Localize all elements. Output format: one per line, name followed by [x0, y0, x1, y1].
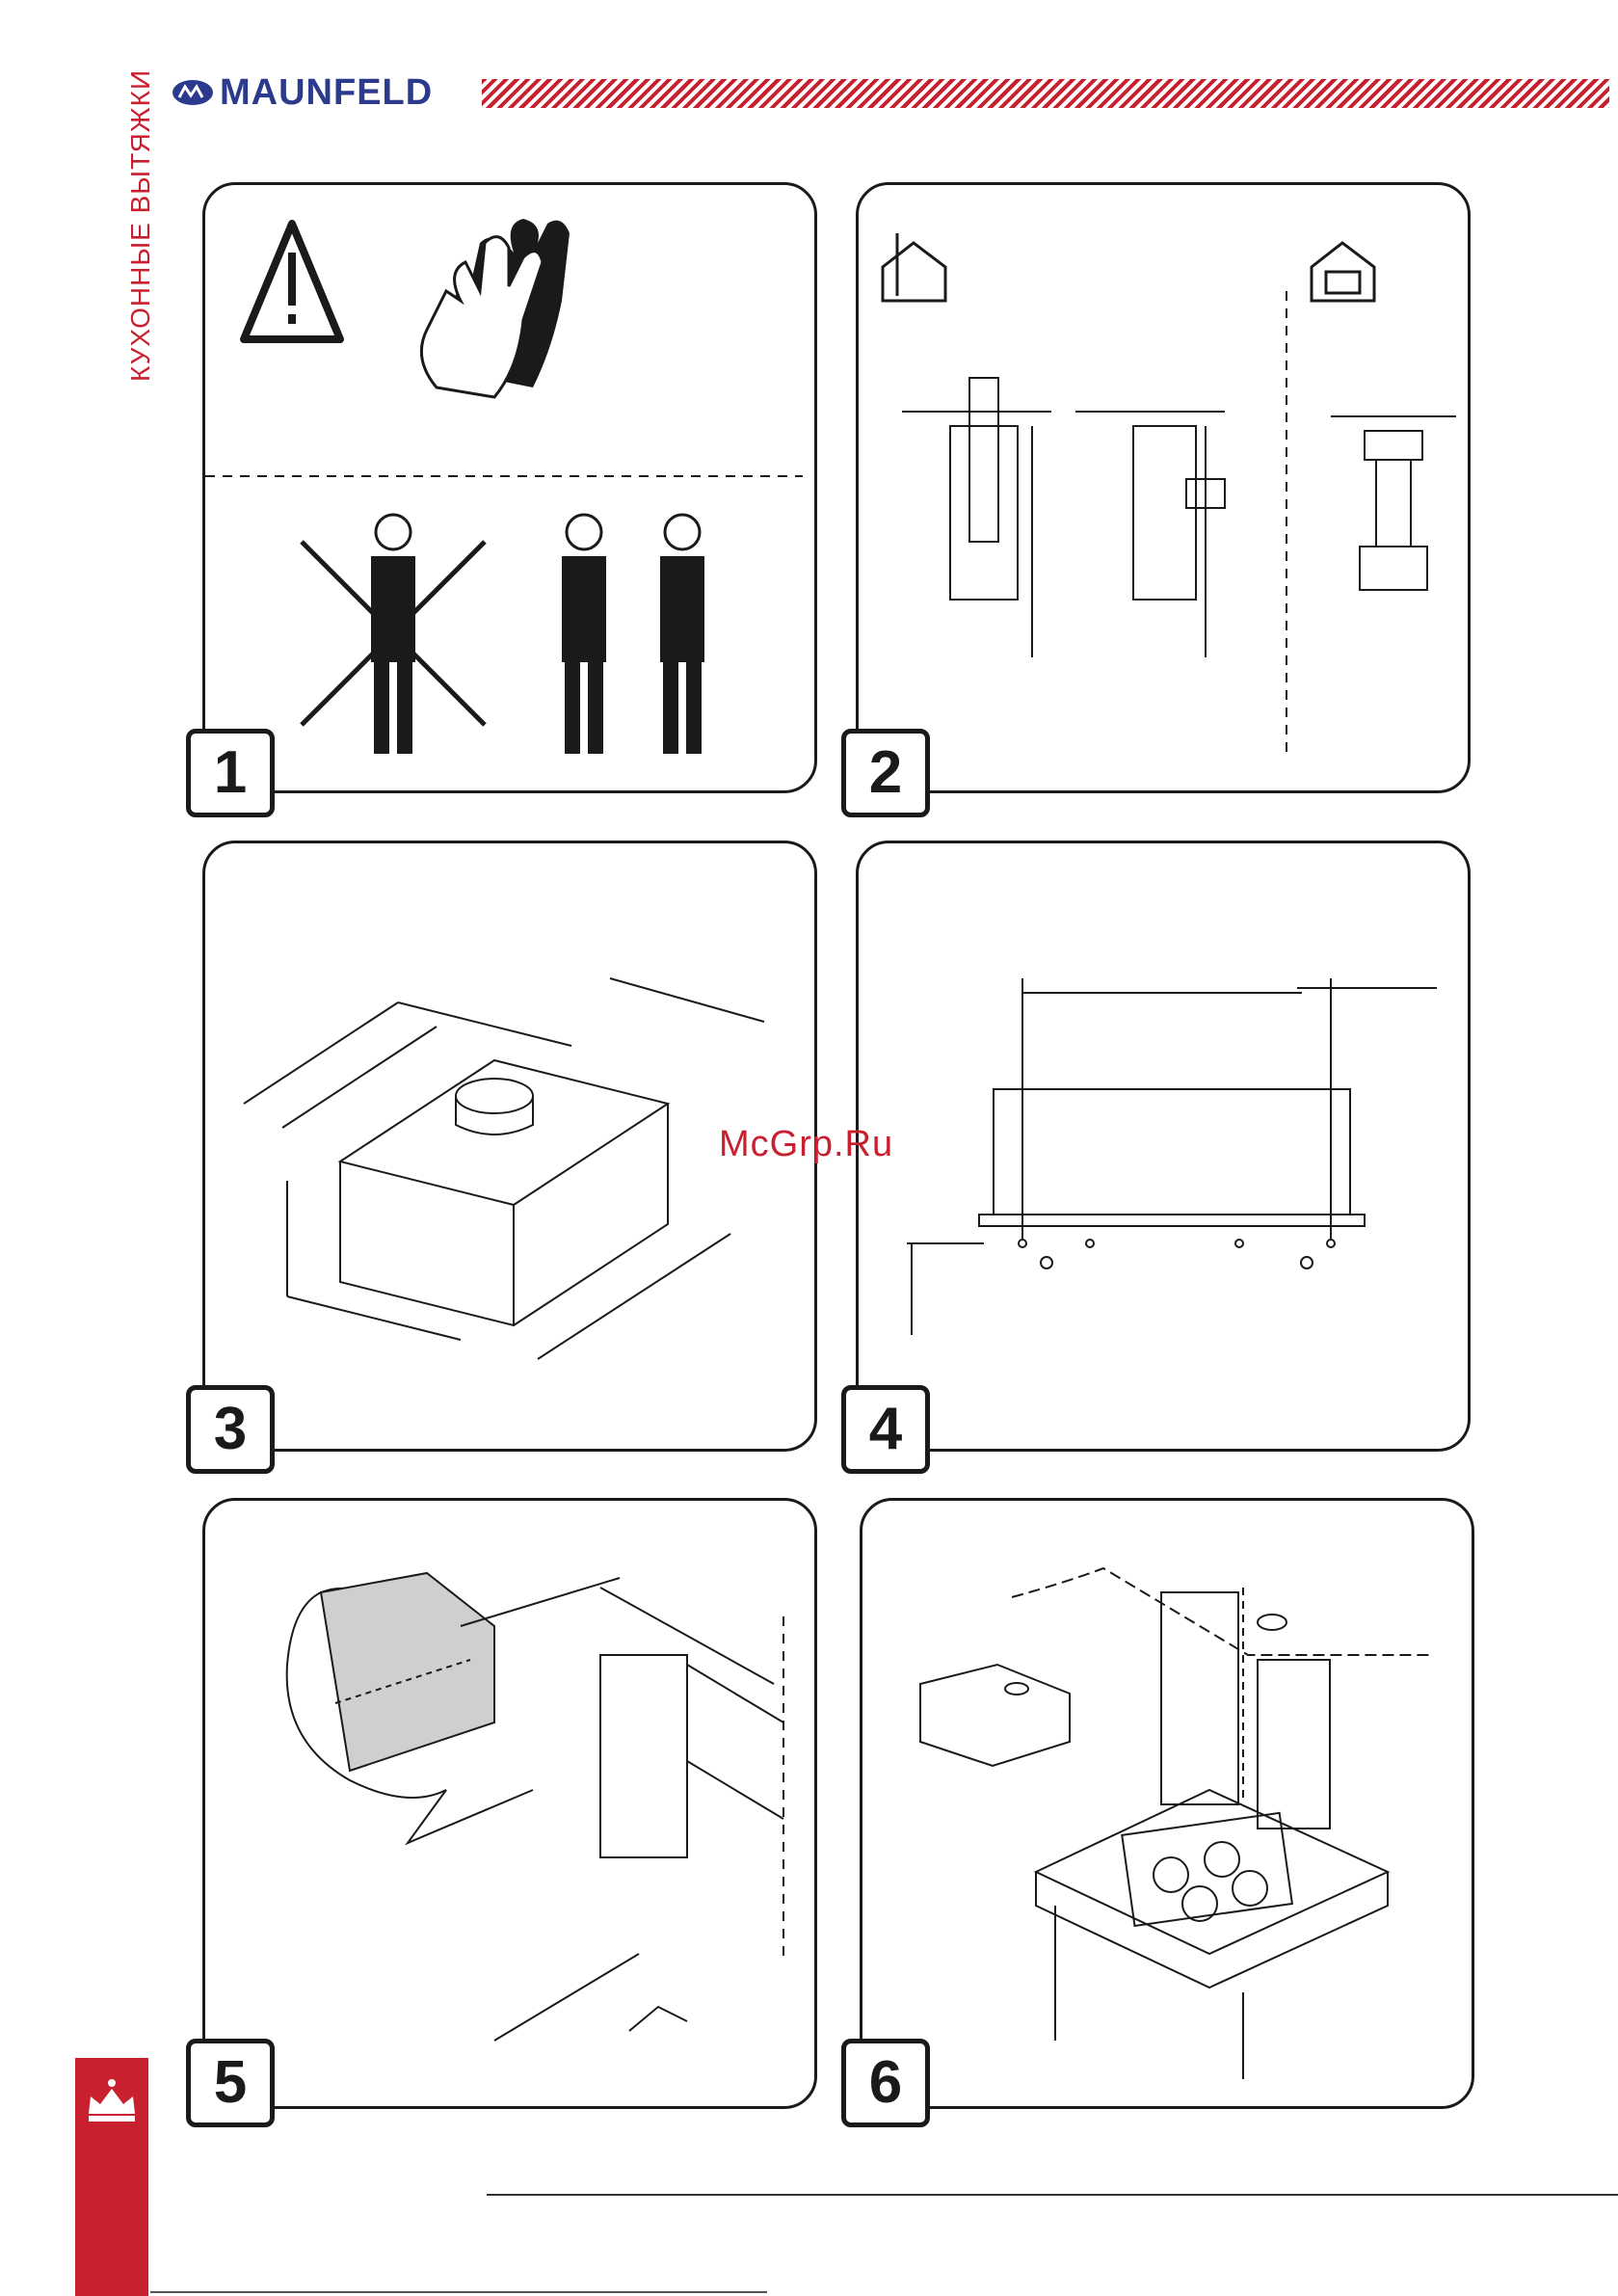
exhaust-side-diagram	[1075, 412, 1225, 657]
cabinet-marking-drawing	[287, 1573, 783, 2041]
panel-number-1: 1	[186, 729, 275, 817]
house-recirculation-icon	[1312, 243, 1374, 301]
maunfeld-emblem-icon	[172, 78, 214, 107]
hood-isometric-drawing	[244, 978, 764, 1359]
panel-number-2: 2	[841, 729, 930, 817]
hood-front-drawing	[907, 978, 1437, 1335]
panel-2	[856, 182, 1471, 793]
brand-name: MAUNFELD	[220, 72, 433, 114]
bottom-rule	[150, 2291, 767, 2293]
panel-number-6: 6	[841, 2039, 930, 2127]
panel-6	[860, 1498, 1474, 2109]
house-exhaust-icon	[883, 233, 945, 301]
gloves-icon	[421, 219, 570, 397]
recirculation-diagram	[1331, 416, 1456, 590]
crown-crest	[75, 2058, 148, 2296]
watermark: McGrp.Ru	[719, 1124, 893, 1165]
maunfeld-logo: MAUNFELD	[172, 73, 433, 112]
exhaust-vertical-diagram	[902, 378, 1051, 657]
panel-4	[856, 841, 1471, 1452]
two-persons-icon	[562, 515, 704, 754]
person-crossed-icon	[302, 515, 485, 754]
footer-rule	[487, 2194, 1618, 2196]
installation-drawing	[920, 1568, 1431, 2079]
panel-5	[202, 1498, 817, 2109]
header-stripe	[482, 79, 1609, 108]
panel-1	[202, 182, 817, 793]
panel-number-3: 3	[186, 1385, 275, 1474]
side-title: КУХОННЫЕ ВЫТЯЖКИ	[96, 83, 135, 382]
warning-triangle-icon	[244, 224, 340, 339]
panel-number-4: 4	[841, 1385, 930, 1474]
mounting-holes	[1019, 1240, 1335, 1268]
crown-icon	[75, 2058, 148, 2145]
panel-number-5: 5	[186, 2039, 275, 2127]
